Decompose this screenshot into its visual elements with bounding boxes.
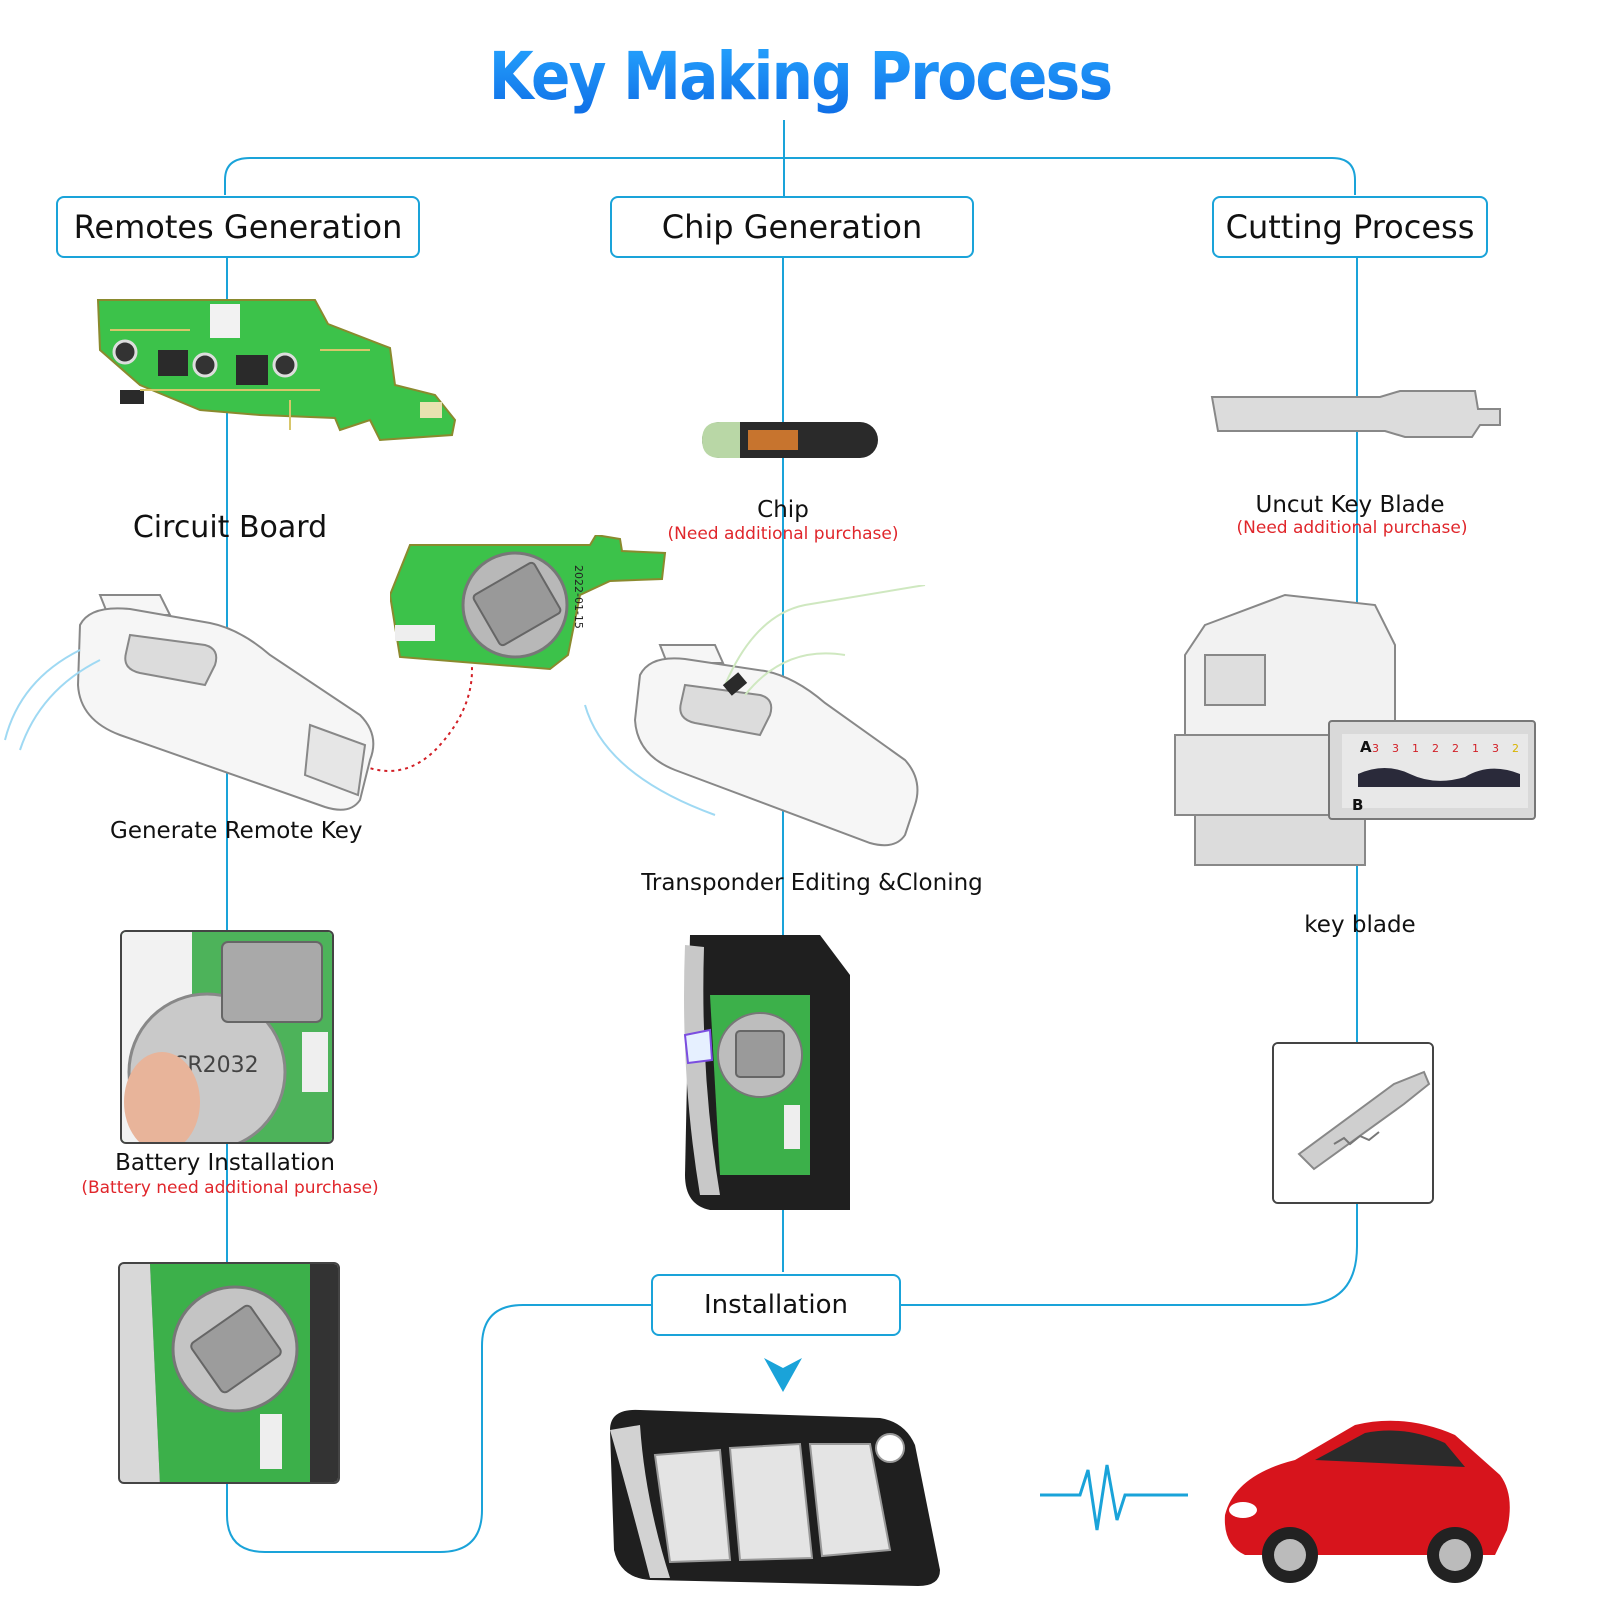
stage-remotes-generation: Remotes Generation [56, 196, 420, 258]
signal-wave-icon [1040, 1464, 1188, 1531]
top-bracket-line [224, 120, 1356, 196]
remote-key-open-image [683, 935, 850, 1210]
caption-chip: Chip [757, 497, 809, 523]
cut-depth-digit: 2 [1452, 742, 1459, 755]
caption-transponder: Transponder Editing &Cloning [641, 870, 983, 896]
caption-key-blade: key blade [1304, 912, 1416, 938]
caption-battery-installation: Battery Installation [115, 1150, 335, 1176]
transponder-device-image [584, 585, 926, 847]
cut-depth-digit: 3 [1372, 742, 1379, 755]
cut-label-b: B [1352, 796, 1363, 814]
cutting-vertical-line [900, 258, 1358, 1306]
cut-depth-digit: 3 [1492, 742, 1499, 755]
chip-image [702, 422, 878, 458]
note-battery-purchase: (Battery need additional purchase) [81, 1178, 379, 1198]
board-with-battery-image: 2022-01-15 [390, 535, 667, 671]
note-chip-purchase: (Need additional purchase) [667, 524, 899, 544]
cut-depth-digit: 3 [1392, 742, 1399, 755]
caption-generate-remote-key: Generate Remote Key [110, 818, 363, 844]
finished-remote-key-image [610, 1409, 940, 1586]
uncut-key-blade-image [1210, 390, 1501, 438]
note-uncut-blade-purchase: (Need additional purchase) [1236, 518, 1468, 538]
stage-chip-generation: Chip Generation [610, 196, 974, 258]
cut-depth-digit: 1 [1472, 742, 1479, 755]
caption-circuit-board: Circuit Board [132, 510, 328, 545]
installed-battery-photo [118, 1262, 340, 1484]
battery-installation-photo: CR2032 [120, 930, 334, 1144]
cut-depth-digit: 2 [1432, 742, 1439, 755]
transfer-dotted-line [344, 649, 473, 772]
down-arrow-icon [764, 1358, 802, 1392]
cut-depth-digit: 1 [1412, 742, 1419, 755]
red-car-image [1224, 1420, 1510, 1583]
stage-installation: Installation [651, 1274, 901, 1336]
circuit-board-image [96, 299, 457, 442]
key-tool-device-image [76, 594, 375, 811]
signal-waves-icon [4, 649, 101, 751]
board-date-print: 2022-01-15 [572, 565, 585, 629]
cut-key-blade-photo [1272, 1042, 1434, 1204]
caption-uncut-blade: Uncut Key Blade [1255, 492, 1445, 518]
stage-cutting-process: Cutting Process [1212, 196, 1488, 258]
remotes-vertical-line [226, 258, 651, 1553]
cut-label-a: A [1360, 738, 1372, 756]
cut-depth-digit: 2 [1512, 742, 1519, 755]
page-title: Key Making Process [96, 38, 1504, 115]
